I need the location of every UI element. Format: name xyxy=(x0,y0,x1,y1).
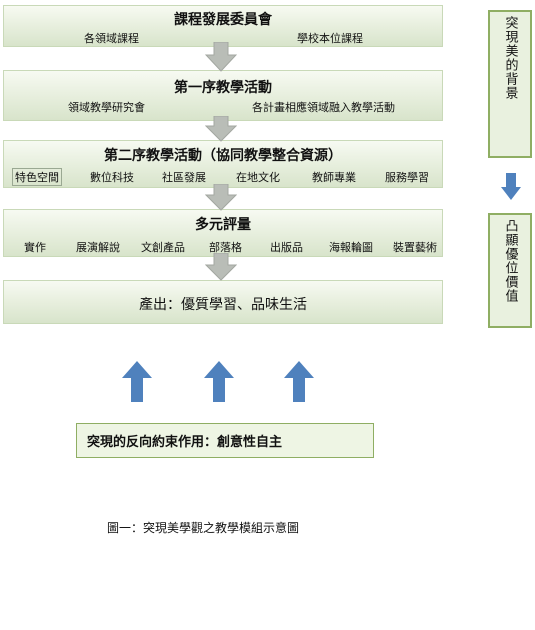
stage-item: 服務學習 xyxy=(385,171,429,184)
stage-item: 領域教學研究會 xyxy=(68,101,145,114)
stage-title: 多元評量 xyxy=(195,217,251,233)
stage-item: 在地文化 xyxy=(236,171,280,184)
stage-item: 實作 xyxy=(24,241,46,254)
side-label-bottom: 凸顯優位價值 xyxy=(502,219,518,303)
side-box-prominent-value: 凸顯優位價值 xyxy=(488,213,532,328)
stage-box-first-order: 第一序教學活動 領域教學研究會 各計畫相應領域融入教學活動 xyxy=(3,70,443,121)
stage-box-second-order: 第二序教學活動（協同教學整合資源） 特色空間 數位科技 社區發展 在地文化 教師… xyxy=(3,140,443,188)
down-arrow-icon xyxy=(205,42,237,72)
stage-item: 出版品 xyxy=(270,241,303,254)
stage-item: 教師專業 xyxy=(312,171,356,184)
down-arrow-icon xyxy=(205,253,237,281)
stage-item: 展演解說 xyxy=(76,241,120,254)
stage-item: 海報輪圖 xyxy=(329,241,373,254)
stage-title: 第二序教學活動（協同教學整合資源） xyxy=(104,148,342,164)
stage-title: 第一序教學活動 xyxy=(174,80,272,96)
stage-title: 課程發展委員會 xyxy=(174,12,272,28)
blue-up-arrow-icon xyxy=(284,361,314,402)
constraint-text: 突現的反向約束作用：創意性自主 xyxy=(87,435,283,450)
stage-item: 各領域課程 xyxy=(84,32,139,45)
stage-item: 裝置藝術 xyxy=(393,241,437,254)
stage-box-curriculum-committee: 課程發展委員會 各領域課程 學校本位課程 xyxy=(3,5,443,47)
stage-item: 文創產品 xyxy=(141,241,185,254)
constraint-box: 突現的反向約束作用：創意性自主 xyxy=(76,423,374,458)
side-label-top: 突現美的背景 xyxy=(502,16,518,100)
stage-box-assessment: 多元評量 實作 展演解說 文創產品 部落格 出版品 海報輪圖 裝置藝術 xyxy=(3,209,443,257)
blue-up-arrow-icon xyxy=(122,361,152,402)
output-text: 產出：優質學習、品味生活 xyxy=(139,297,307,313)
output-box: 產出：優質學習、品味生活 xyxy=(3,280,443,324)
blue-up-arrow-icon xyxy=(204,361,234,402)
stage-item: 各計畫相應領域融入教學活動 xyxy=(252,101,395,114)
stage-item: 部落格 xyxy=(209,241,242,254)
down-arrow-icon xyxy=(205,184,237,211)
side-box-emergent-background: 突現美的背景 xyxy=(488,10,532,158)
down-arrow-icon xyxy=(205,116,237,142)
stage-item: 社區發展 xyxy=(162,171,206,184)
figure-caption: 圖一：突現美學觀之教學模組示意圖 xyxy=(107,521,300,535)
stage-item: 學校本位課程 xyxy=(297,32,363,45)
blue-down-arrow-icon xyxy=(501,173,521,200)
stage-item: 數位科技 xyxy=(90,171,134,184)
stage-item: 特色空間 xyxy=(12,168,62,186)
